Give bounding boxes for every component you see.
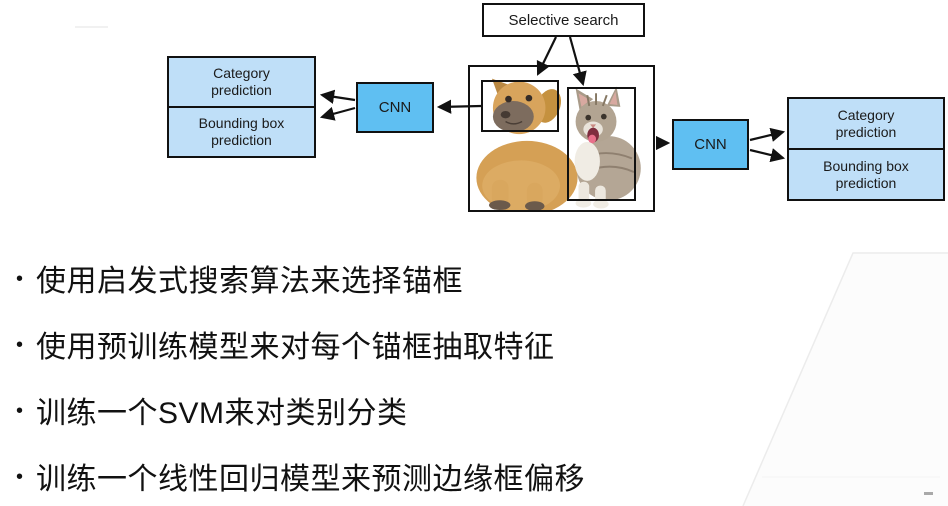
decor-dash [924, 492, 933, 495]
arrow-cnn-left-to-category [319, 89, 356, 104]
input-image-box [468, 65, 655, 212]
bullet-dot: • [16, 268, 24, 290]
selective-search-box: Selective search [482, 3, 645, 37]
category-prediction-label-left: Category prediction [211, 65, 272, 98]
bullet-dot: • [16, 466, 24, 488]
decor-polygon [743, 253, 948, 506]
left-prediction-group: Category prediction Bounding box predict… [167, 56, 316, 158]
bullet-text: 训练一个线性回归模型来预测边缘框偏移 [36, 463, 585, 496]
bullet-text: 使用启发式搜索算法来选择锚框 [36, 265, 463, 298]
dog-illustration [476, 78, 578, 210]
list-item: • 使用预训练模型来对每个锚框抽取特征 [14, 330, 585, 365]
decor-diagonal-line [742, 252, 948, 506]
list-item: • 使用启发式搜索算法来选择锚框 [14, 264, 585, 299]
cnn-label-right: CNN [694, 136, 727, 153]
bullet-dot: • [16, 334, 24, 356]
cnn-box-right: CNN [672, 119, 749, 170]
bounding-box-prediction-box-left: Bounding box prediction [169, 106, 314, 156]
list-item: • 训练一个SVM来对类别分类 [14, 396, 585, 431]
bullet-text: 训练一个SVM来对类别分类 [36, 397, 408, 430]
category-prediction-box-left: Category prediction [169, 58, 314, 106]
bullet-list: • 使用启发式搜索算法来选择锚框 • 使用预训练模型来对每个锚框抽取特征 • 训… [14, 264, 585, 506]
arrow-cnn-left-to-bbox [319, 106, 356, 121]
cat-illustration [574, 86, 641, 209]
bullet-text: 使用预训练模型来对每个锚框抽取特征 [36, 331, 555, 364]
cat-region-box [567, 87, 636, 201]
dog-cat-photo [476, 78, 641, 210]
bounding-box-prediction-label-right: Bounding box prediction [823, 157, 909, 191]
arrow-cnn-right-to-bbox [749, 148, 786, 163]
bounding-box-prediction-label-left: Bounding box prediction [198, 115, 285, 148]
bounding-box-prediction-box-right: Bounding box prediction [789, 148, 943, 199]
category-prediction-box-right: Category prediction [789, 99, 943, 148]
arrow-cnn-right-to-category [749, 127, 786, 142]
category-prediction-label-right: Category prediction [835, 106, 897, 140]
right-prediction-group: Category prediction Bounding box predict… [787, 97, 945, 201]
bullet-dot: • [16, 400, 24, 422]
cnn-label-left: CNN [378, 99, 412, 116]
selective-search-label: Selective search [508, 11, 619, 29]
dog-region-box [481, 80, 559, 132]
cnn-box-left: CNN [356, 82, 434, 133]
list-item: • 训练一个线性回归模型来预测边缘框偏移 [14, 462, 585, 497]
